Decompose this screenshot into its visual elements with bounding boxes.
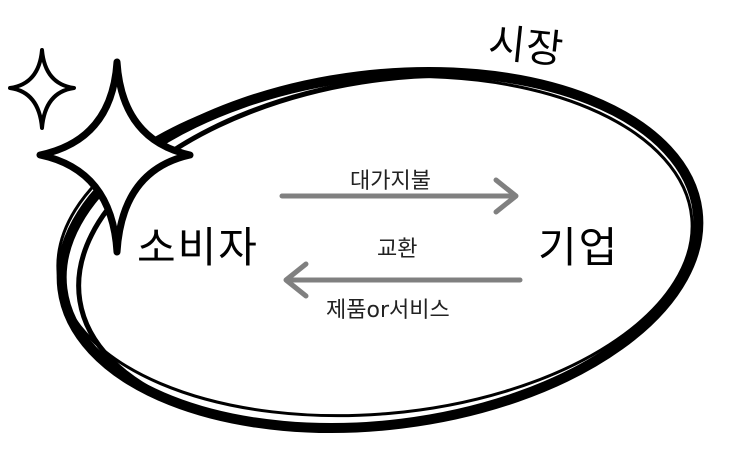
goods-arrow [283,261,523,299]
sparkle-icon-small [8,48,76,130]
market-ellipse [56,66,704,434]
consumer-label: 소비자 [137,223,259,272]
goods-label: 제품or서비스 [326,298,450,323]
exchange-label: 교환 [377,237,418,262]
market-label: 시장 [486,19,567,74]
payment-label: 대가지불 [350,169,431,194]
sparkle-icon-large [36,58,194,256]
company-label: 기업 [538,223,620,272]
payment-arrow [279,177,519,215]
